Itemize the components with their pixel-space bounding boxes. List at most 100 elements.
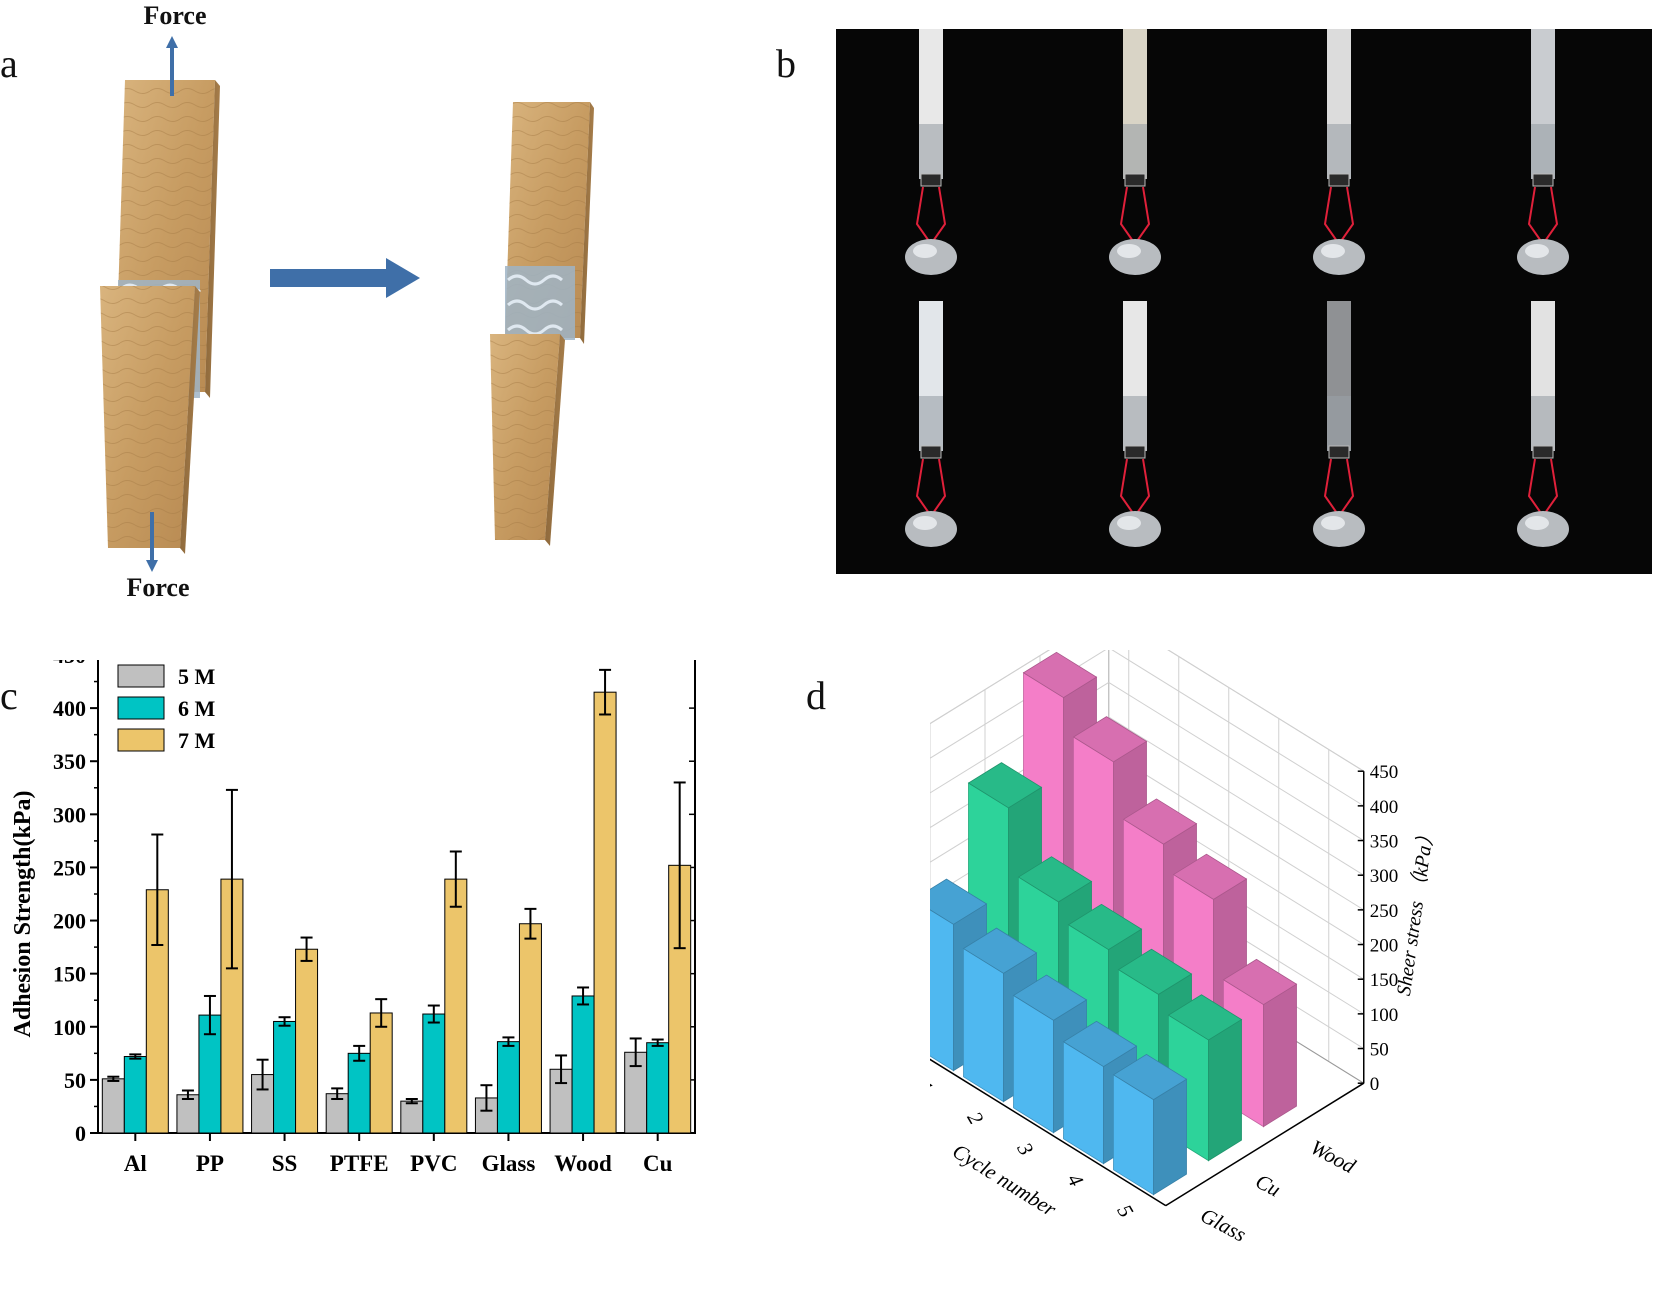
bar	[646, 1042, 670, 1134]
cycle-tick-label: 4	[1062, 1169, 1088, 1191]
overlap-region	[919, 124, 943, 179]
binder-clip	[1532, 445, 1554, 459]
adhesion-bar-chart: 050100150200250300350400450Adhesion Stre…	[0, 643, 760, 1300]
bar-top-face	[1172, 853, 1248, 900]
legend-label: 7 M	[178, 728, 216, 753]
bar-top-face	[967, 762, 1043, 809]
force-arrow-up	[166, 36, 178, 96]
bar-top-face	[1067, 903, 1143, 951]
cycle-axis-label: Cycle number	[948, 1139, 1061, 1222]
bar	[369, 1012, 393, 1134]
binder-clip	[1328, 173, 1350, 187]
schematic-svg: Force Force	[100, 1, 594, 602]
z-axis-label: Sheer stress （kPa）	[1392, 824, 1439, 997]
weight-highlight	[1117, 516, 1141, 530]
bar-front-face	[963, 947, 1004, 1103]
z-tick-label: 150	[1370, 970, 1399, 991]
test-photo-cell	[1109, 301, 1161, 547]
z-tick-label: 350	[1370, 832, 1399, 853]
x-tick-label: PP	[196, 1151, 224, 1176]
x-tick-label: Al	[124, 1151, 147, 1176]
test-photo-cell	[1313, 301, 1365, 547]
overlap-region	[1327, 396, 1351, 451]
weight-highlight	[913, 516, 937, 530]
y-axis-label: Adhesion Strength(kPa)	[10, 791, 36, 1038]
bar-top-face	[1022, 651, 1098, 699]
legend-swatch	[117, 728, 165, 752]
material-tick-label: Cu	[1252, 1169, 1285, 1202]
overlap-region	[1531, 124, 1555, 179]
photo-grid-svg	[836, 29, 1652, 574]
bar	[422, 1013, 446, 1134]
z-tick-label: 0	[1370, 1074, 1380, 1095]
legend-label: 5 M	[178, 664, 216, 689]
z-tick-label: 400	[1370, 797, 1399, 818]
bar-top-face	[1117, 948, 1193, 995]
bar	[295, 948, 319, 1134]
weight-highlight	[1321, 244, 1345, 258]
cycle-tick-label: 5	[1112, 1200, 1138, 1221]
bar	[444, 878, 468, 1134]
bar-top-face	[1112, 1053, 1188, 1101]
bar-top-face	[962, 927, 1038, 974]
force-label-top: Force	[143, 1, 206, 30]
weight-highlight	[1117, 244, 1141, 258]
binder-clip	[920, 445, 942, 459]
weight-highlight	[1525, 244, 1549, 258]
test-photo-cell	[1109, 29, 1161, 275]
y-tick-label: 400	[53, 696, 86, 721]
panel-label-c: c	[0, 673, 18, 718]
bar-side-face	[1263, 983, 1297, 1128]
x-tick-label: PTFE	[330, 1151, 389, 1176]
hydrogel-layer-right	[505, 266, 575, 340]
binder-clip	[920, 173, 942, 187]
weight-highlight	[1321, 516, 1345, 530]
bar-top-face	[1122, 798, 1198, 845]
grid-line	[1108, 612, 1365, 772]
bar-top-face	[912, 878, 988, 925]
bar-top-face	[1062, 1020, 1138, 1068]
overlap-region	[919, 396, 943, 451]
force-label-bottom: Force	[126, 573, 189, 602]
z-tick-label: 200	[1370, 936, 1399, 957]
process-arrow	[270, 258, 420, 298]
overlap-region	[1531, 396, 1555, 451]
photo-background	[836, 29, 1652, 574]
cycle-tick-label: 2	[962, 1107, 988, 1129]
y-tick-label: 350	[53, 749, 86, 774]
lap-shear-schematic: Force Force	[0, 0, 780, 610]
bar	[518, 923, 542, 1134]
panel-label-b: b	[776, 41, 796, 86]
y-tick-label: 100	[53, 1015, 86, 1040]
panel-label-d: d	[806, 673, 826, 718]
wood-board-lower-right	[490, 334, 565, 546]
bar	[123, 1056, 147, 1134]
z-tick-label: 50	[1370, 1040, 1389, 1061]
bar	[496, 1041, 520, 1134]
z-tick-label: 300	[1370, 866, 1399, 887]
legend-label: 6 M	[178, 696, 216, 721]
test-photo-cell	[1313, 29, 1365, 275]
legend-swatch	[117, 664, 165, 688]
bar-top-face	[1167, 994, 1243, 1041]
cycle-tick-label: 1	[930, 1076, 938, 1097]
x-tick-label: Wood	[554, 1151, 612, 1176]
bar-top-face	[1072, 716, 1148, 763]
y-tick-label: 200	[53, 909, 86, 934]
y-tick-label: 50	[64, 1068, 86, 1093]
y-tick-label: 250	[53, 855, 86, 880]
bar-front-face	[913, 898, 954, 1072]
x-tick-label: PVC	[410, 1151, 457, 1176]
binder-clip	[1124, 445, 1146, 459]
bar-top-face	[1017, 856, 1093, 903]
wood-board-lower-left	[100, 286, 200, 554]
bar	[101, 1078, 125, 1134]
legend-swatch	[117, 696, 165, 720]
cycle-tick-label: 3	[1012, 1138, 1039, 1160]
weight-highlight	[1525, 516, 1549, 530]
bar	[347, 1052, 371, 1134]
test-photo-cell	[905, 301, 957, 547]
bar-top-face	[1222, 958, 1298, 1006]
